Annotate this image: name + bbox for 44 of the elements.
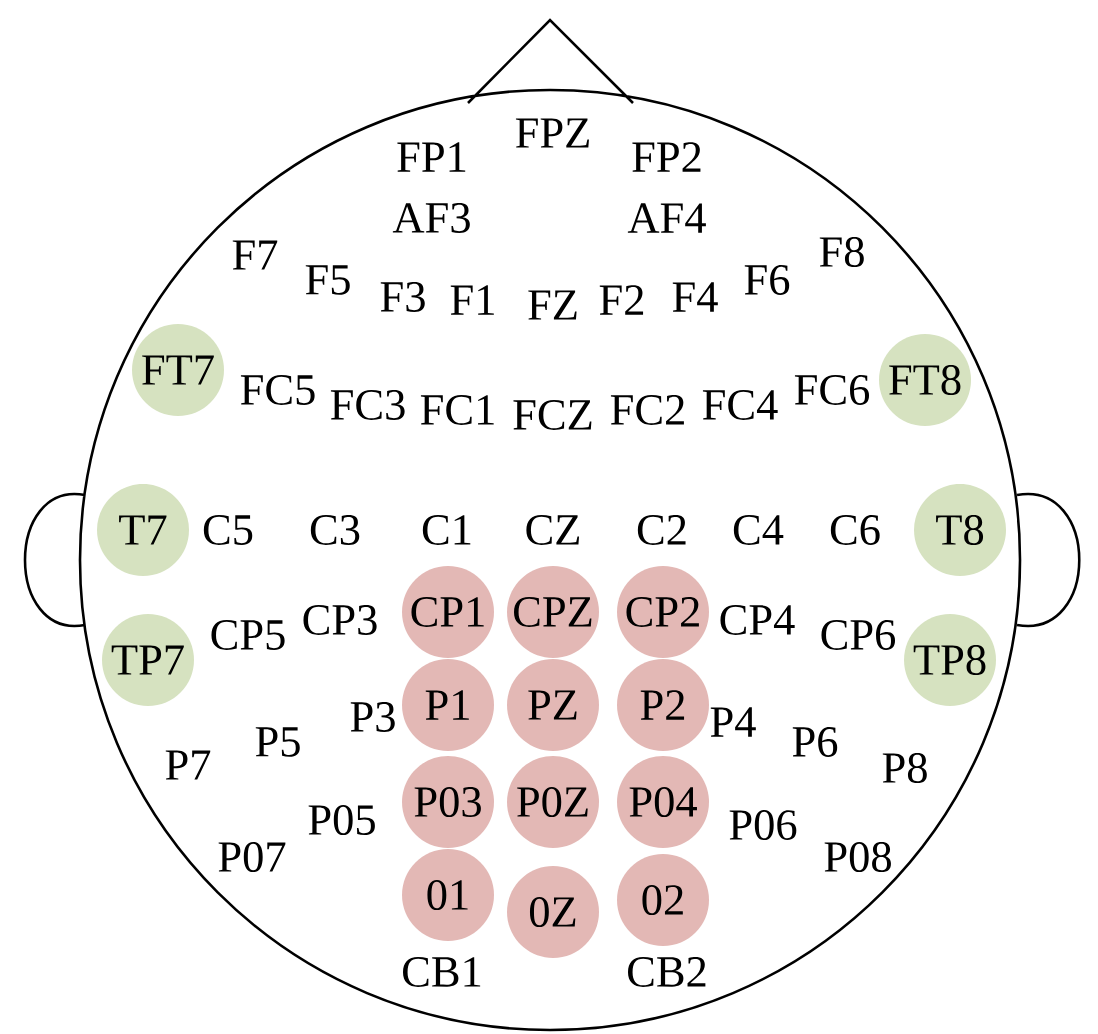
electrode-label: F1 (450, 285, 494, 315)
electrode-label: P3 (350, 702, 395, 732)
electrode-label: F8 (819, 237, 864, 268)
electrode-label: AF3 (392, 203, 470, 233)
electrode-label: F3 (380, 282, 425, 312)
electrode-label: P5 (255, 727, 300, 757)
electrode-label: F2 (599, 285, 644, 315)
electrode-label: CP3 (303, 605, 377, 635)
electrode-label: C3 (310, 515, 360, 545)
electrode-label: C5 (203, 515, 253, 545)
electrode-label: F4 (672, 282, 718, 312)
electrode-label: FP2 (632, 142, 701, 172)
electrode-label: FC3 (330, 390, 405, 420)
electrode-label: P7 (165, 750, 211, 780)
electrode-label: C6 (830, 515, 880, 545)
electrode-label: F5 (305, 265, 350, 295)
electrode-label: FP1 (397, 142, 466, 172)
electrode-label: CZ (526, 515, 580, 545)
electrode-label: P07 (218, 842, 286, 873)
electrode-label: P6 (792, 727, 838, 757)
electrode-label: FCZ (513, 400, 592, 430)
electrode-label: AF4 (627, 203, 706, 233)
electrode-label: CP5 (211, 620, 285, 650)
electrode-label: FZ (528, 290, 577, 320)
electrode-label: CP6 (821, 620, 896, 650)
electrode-label: F6 (744, 265, 790, 295)
electrode-label: P05 (308, 805, 375, 836)
electrode-label: FC1 (420, 395, 494, 425)
electrode-label: CP4 (720, 605, 795, 635)
electrode-label: CB2 (628, 957, 706, 987)
electrode-label: C2 (637, 515, 686, 545)
electrode-label: FC6 (794, 375, 870, 405)
electrode-label: CB1 (403, 957, 481, 987)
electrode-label: F7 (232, 240, 278, 270)
electrode-label: C1 (422, 515, 471, 545)
electrode-label: P06 (729, 810, 797, 841)
electrode-label: P8 (882, 753, 927, 784)
electrode-label: FC5 (240, 375, 315, 405)
electrode-label: FC4 (702, 390, 778, 420)
electrode-label: FPZ (515, 118, 589, 148)
electrode-label: P08 (824, 842, 891, 873)
electrode-label: FC2 (610, 395, 684, 425)
electrode-label: P4 (710, 707, 756, 737)
electrode-label: C4 (733, 515, 784, 545)
